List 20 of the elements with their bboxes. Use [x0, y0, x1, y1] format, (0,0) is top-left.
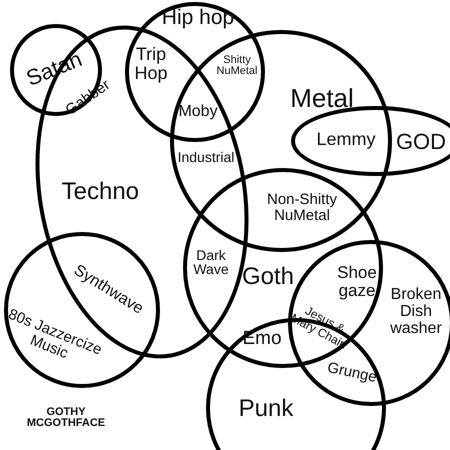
genre-label: Shoe gaze [336, 264, 378, 300]
genre-label: Grunge [324, 358, 380, 388]
genre-label: Emo [241, 329, 283, 349]
genre-label: Trip Hop [133, 45, 169, 83]
genre-label: Hip hop [160, 7, 236, 30]
genre-label: GOD [394, 130, 448, 153]
author-signature: GOTHY MCGOTHFACE [26, 406, 106, 430]
genre-label: Techno [60, 180, 140, 205]
genre-label: Non-Shitty NuMetal [266, 192, 338, 224]
genre-label: Industrial [176, 150, 236, 164]
genre-label: Goth [240, 264, 296, 289]
genre-label: Punk [238, 396, 294, 421]
venn-circle [4, 232, 160, 388]
venn-circle [291, 106, 450, 176]
genre-label: Lemmy [315, 130, 376, 148]
genre-label: Broken Dish washer [389, 287, 443, 338]
genre-label: Metal [289, 84, 355, 112]
genre-label: Dark Wave [192, 248, 230, 277]
genre-label: Shitty NuMetal [216, 54, 258, 78]
genre-label: Moby [177, 104, 219, 120]
